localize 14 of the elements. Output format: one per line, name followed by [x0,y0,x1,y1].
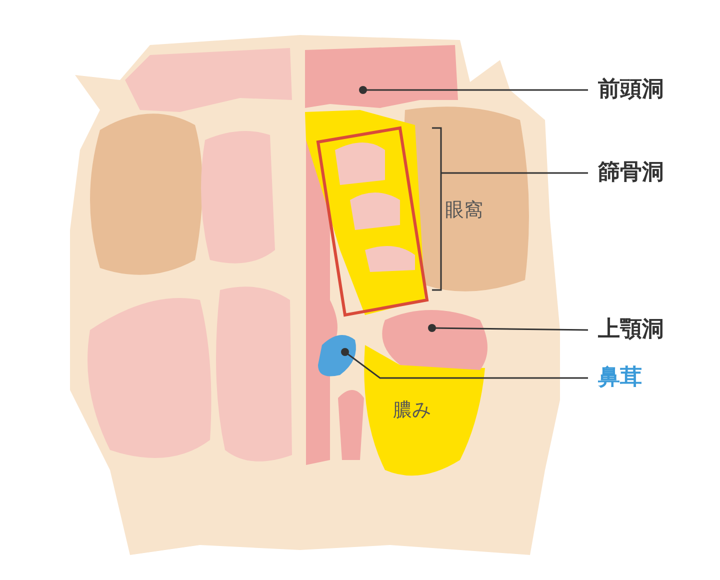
sinus-name: 前頭洞 [598,77,664,103]
region-label: 眼窩 [445,198,483,222]
sinus-name: 鼻茸 [598,365,642,391]
sinus-name: 篩骨洞 [598,160,664,186]
nasal-polyp [318,335,356,376]
leader-line [441,172,588,174]
maxillary-sinus [382,310,488,370]
sinus-name: 上顎洞 [598,317,664,343]
leader-line [341,348,588,379]
leader-line [428,324,588,332]
leader-line [359,86,588,94]
bracket [432,127,442,291]
frontal-sinus [305,45,458,108]
region-label: 膿み [393,398,431,422]
